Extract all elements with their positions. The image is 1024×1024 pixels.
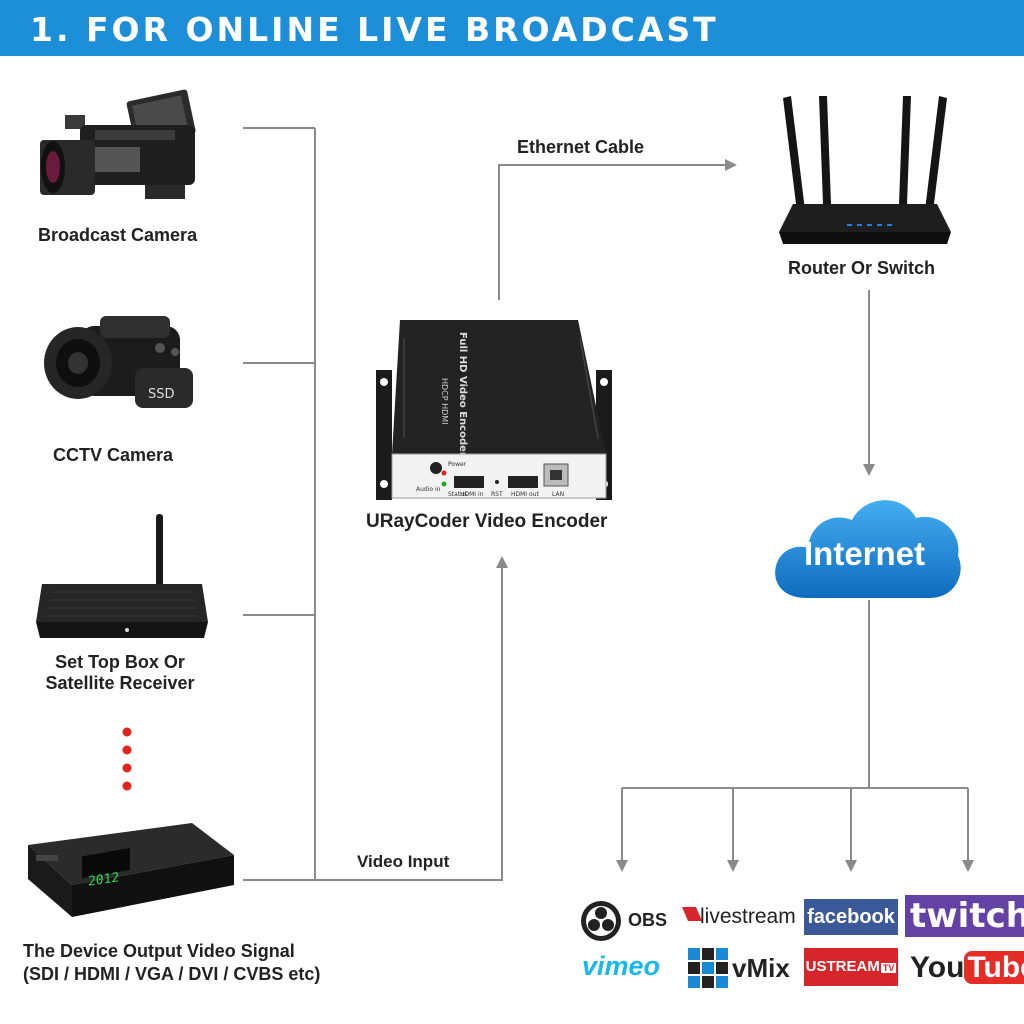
router-label: Router Or Switch [788,258,936,278]
camcorder-icon: SSD [44,316,193,408]
port-power-label: Power [448,461,467,468]
port-rst-label: RST [491,491,503,498]
internet-label: Internet [804,535,926,572]
vmix-logo-icon [688,948,728,988]
port-audio-label: Audio in [416,486,441,493]
ethernet-wire [498,159,737,300]
encoder-top-text: Full HD Video Encoder [457,332,468,457]
header-bar: 1. FOR ONLINE LIVE BROADCAST [0,0,1024,56]
port-hdmi-in-label: HDMI in [460,491,484,498]
vmix-logo-text: vMix [732,953,790,983]
page-title: 1. FOR ONLINE LIVE BROADCAST [30,10,719,49]
router-icon [779,96,951,244]
set-top-box-icon [36,514,208,638]
encoder-label: URayCoder Video Encoder [366,511,608,532]
video-input-label: Video Input [357,852,450,871]
set-top-box-label: Set Top Box Or Satellite Receiver [45,652,195,693]
svg-text:2012: 2012 [88,870,119,889]
obs-logo-icon [581,901,621,941]
receiver-icon: 2012 [28,823,234,917]
internet-cloud-icon [775,500,961,598]
livestream-logo-icon [682,907,702,921]
device-output-label: The Device Output Video Signal (SDI / HD… [23,941,321,984]
twitch-logo: twitch [905,895,1024,937]
vimeo-logo: vimeo [582,951,661,981]
port-lan-label: LAN [552,491,564,498]
youtube-logo: YouTube [910,947,1024,989]
svg-text:SSD: SSD [148,387,175,402]
ethernet-cable-label: Ethernet Cable [517,137,645,157]
livestream-logo-text: livestream [700,905,796,928]
video-encoder-icon: Full HD Video Encoder HDCP HDMI Audio in… [376,320,612,500]
cctv-camera-label: CCTV Camera [53,445,174,465]
broadcast-camera-icon [40,89,196,199]
port-hdmi-out-label: HDMI out [511,491,539,498]
video-input-wire [315,556,508,881]
encoder-side-text: HDCP HDMI [440,378,449,425]
port-status-label: Status [448,491,467,498]
obs-logo-text: OBS [628,910,668,930]
facebook-logo: facebook [804,899,898,935]
broadcast-camera-label: Broadcast Camera [38,225,198,245]
continuation-dots [122,727,132,791]
